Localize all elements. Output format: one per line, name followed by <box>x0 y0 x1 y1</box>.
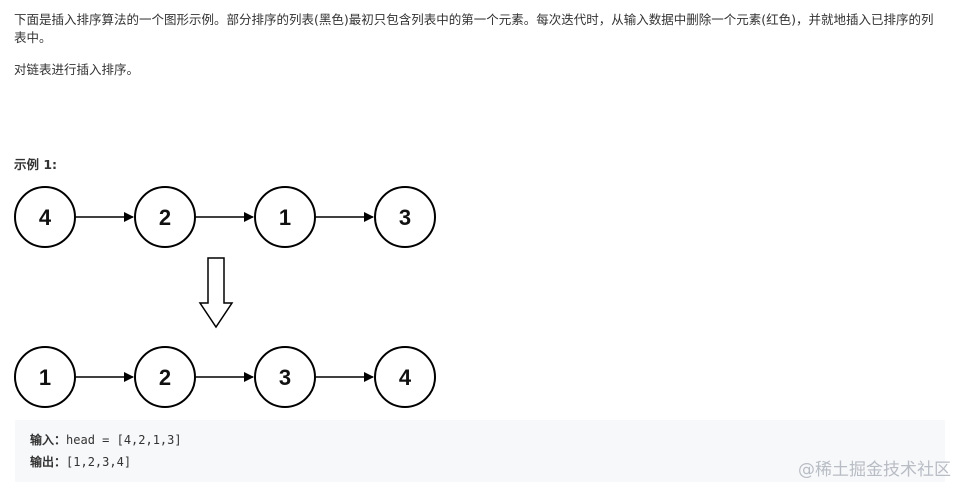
intro-paragraph: 下面是插入排序算法的一个图形示例。部分排序的列表(黑色)最初只包含列表中的第一个… <box>14 12 934 45</box>
input-label: 输入： <box>30 433 67 447</box>
list-node: 1 <box>14 346 76 408</box>
list-node: 2 <box>134 186 196 248</box>
list-node: 2 <box>134 346 196 408</box>
node-value: 2 <box>159 365 171 390</box>
list-node: 3 <box>374 186 436 248</box>
output-label: 输出： <box>30 455 67 469</box>
node-value: 3 <box>279 365 291 390</box>
list-node: 3 <box>254 346 316 408</box>
input-value: head = [4,2,1,3] <box>66 433 182 447</box>
task-paragraph: 对链表进行插入排序。 <box>14 62 140 77</box>
example-code-block: 输入：head = [4,2,1,3] 输出：[1,2,3,4] <box>15 420 945 482</box>
input-line: 输入：head = [4,2,1,3] <box>30 432 182 448</box>
node-value: 1 <box>279 205 291 230</box>
node-value: 4 <box>399 365 412 390</box>
watermark: @稀土掘金技术社区 <box>798 460 951 480</box>
output-line: 输出：[1,2,3,4] <box>30 454 131 470</box>
linked-list-diagram: 4 2 1 3 1 2 3 <box>14 186 436 408</box>
after-list: 1 2 3 4 <box>14 346 436 408</box>
list-node: 1 <box>254 186 316 248</box>
node-value: 1 <box>39 365 51 390</box>
list-node: 4 <box>14 186 76 248</box>
before-list: 4 2 1 3 <box>14 186 436 248</box>
list-node: 4 <box>374 346 436 408</box>
example-title: 示例 1: <box>14 157 58 172</box>
node-value: 3 <box>399 205 411 230</box>
node-value: 2 <box>159 205 171 230</box>
node-value: 4 <box>39 205 52 230</box>
down-arrow-icon <box>198 257 234 329</box>
output-value: [1,2,3,4] <box>66 455 132 469</box>
